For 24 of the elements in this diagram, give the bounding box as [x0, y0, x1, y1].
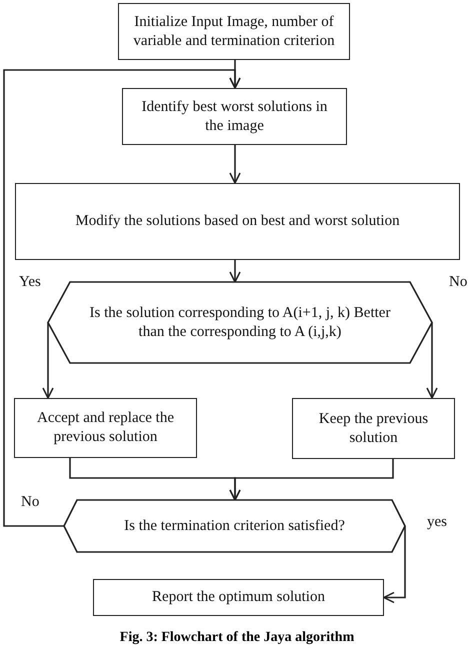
process-box — [122, 88, 347, 145]
figure-caption: Fig. 3: Flowchart of the Jaya algorithm — [118, 630, 356, 646]
process-box — [14, 398, 197, 458]
node-text: Keep the previous solution — [318, 410, 430, 448]
arrow — [383, 526, 406, 604]
node-text: Initialize Input Image, number of variable and termination criterion — [132, 12, 336, 50]
arrow — [229, 145, 241, 184]
node-text: Report the optimum solution — [152, 588, 325, 607]
node-text: Accept and replace the previous solution — [36, 409, 175, 447]
arrow — [426, 322, 438, 399]
node-text: Is the solution corresponding to A(i+1, j, k) Better than the corresponding to A (i,j,k) — [88, 304, 392, 342]
process-box — [15, 183, 460, 260]
process-box — [93, 579, 384, 616]
process-box — [118, 3, 350, 60]
process-box — [292, 398, 455, 459]
arrow — [3, 69, 241, 527]
arrow — [42, 322, 54, 399]
node-text: Modify the solutions based on best and worst solution — [75, 212, 400, 231]
node-text: Is the termination criterion satisfied? — [124, 516, 345, 536]
decision-hexagon — [64, 500, 405, 552]
decision-hexagon — [48, 282, 432, 363]
arrow — [229, 459, 394, 501]
arrow — [229, 260, 241, 283]
node-text: Identify best worst solutions in the image — [140, 98, 328, 136]
